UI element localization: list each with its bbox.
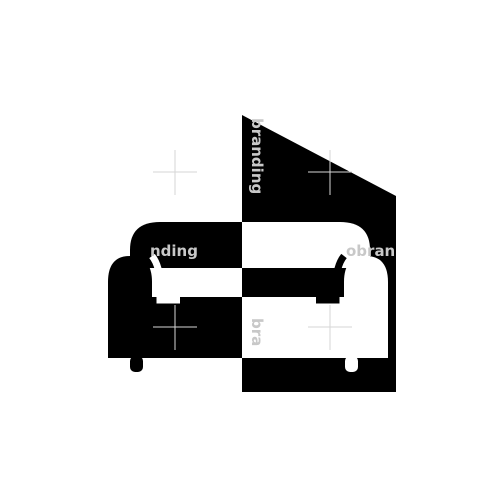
watermark-text-4: bra xyxy=(248,318,266,346)
watermark-text-1: branding xyxy=(248,118,266,194)
watermark-text-2: nding xyxy=(150,242,198,260)
watermark: branding nding obran bra xyxy=(150,118,395,350)
sofa-separators xyxy=(149,253,347,304)
watermark-text-3: obran xyxy=(346,242,395,260)
